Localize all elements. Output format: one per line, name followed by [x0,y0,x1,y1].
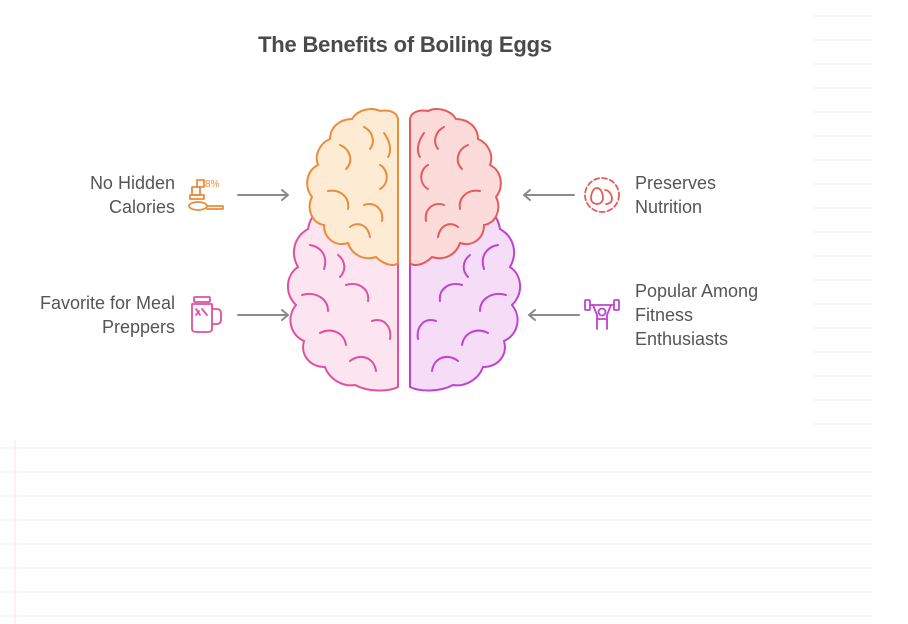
page-title: The Benefits of Boiling Eggs [258,32,552,57]
label-line: Fitness [635,305,694,325]
weightlifter-icon [584,299,620,330]
meal-prep-jar-icon [191,296,222,333]
label-line: Favorite for Meal [39,293,175,313]
label-line: Calories [108,197,175,217]
scale-calories-icon: 8% [188,179,224,211]
arrow-right-top-left [237,189,289,201]
label-line: Preserves [635,173,717,193]
label-preserves-nutrition: Preserves Nutrition [635,171,716,219]
label-line: Nutrition [635,197,703,217]
label-line: Enthusiasts [635,329,729,349]
label-no-hidden-calories: No Hidden Calories [90,171,175,219]
label-fitness-enthusiasts: Popular Among Fitness Enthusiasts [635,279,758,351]
arrow-left-top-right [523,189,575,201]
label-line: Preppers [101,317,175,337]
label-line: Popular Among [635,281,759,301]
arrow-right-bottom-left [237,309,289,321]
brain-illustration [287,108,521,392]
egg-icon [584,177,620,213]
label-meal-preppers: Favorite for Meal Preppers [40,291,175,339]
label-line: No Hidden [89,173,175,193]
brain-left-upper-lobe [306,108,399,266]
brain-right-upper-lobe [409,108,502,266]
svg-text:8%: 8% [205,179,220,190]
arrow-left-bottom-right [528,309,580,321]
